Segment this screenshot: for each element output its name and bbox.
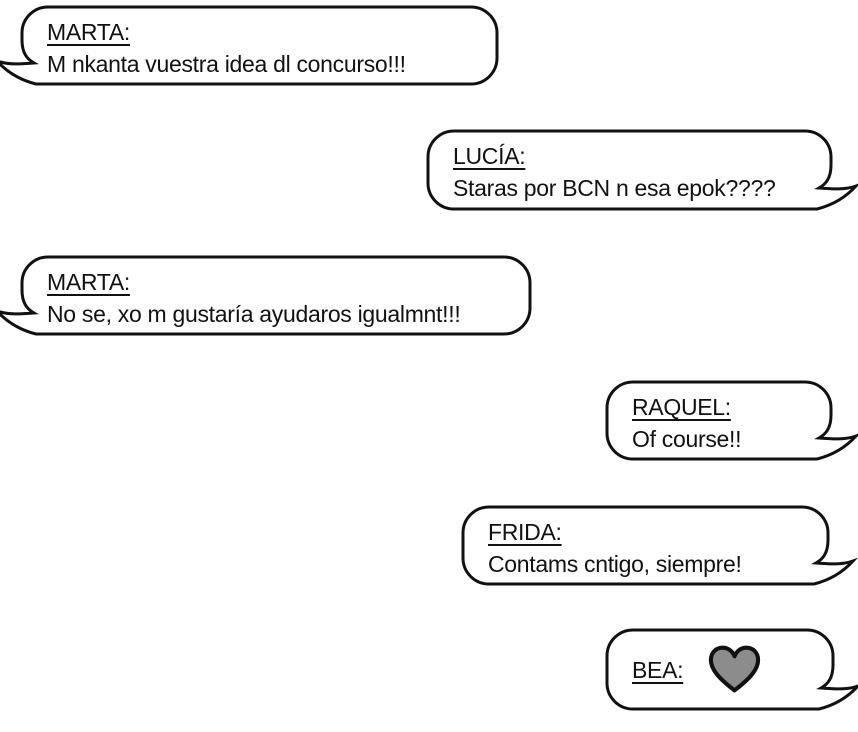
speaker-name: RAQUEL:: [632, 394, 731, 420]
chat-bubble-frida: FRIDA: Contams cntigo, siempre!: [461, 505, 858, 586]
speaker-name: BEA:: [632, 656, 684, 683]
message-text: Of course!!: [632, 426, 742, 452]
bubble-content: FRIDA: Contams cntigo, siempre!: [463, 507, 828, 584]
message-text: No se, xo m gustaría ayudaros igualmnt!!…: [47, 301, 461, 327]
speaker-name: FRIDA:: [488, 519, 562, 545]
bubble-content: LUCÍA: Staras por BCN n esa epok????: [428, 131, 831, 209]
message-text: M nkanta vuestra idea dl concurso!!!: [47, 51, 406, 77]
bubble-content: RAQUEL: Of course!!: [607, 382, 831, 459]
chat-bubble-bea: BEA:: [605, 628, 858, 711]
message-text: Staras por BCN n esa epok????: [453, 175, 776, 201]
chat-bubble-marta-1: MARTA: M nkanta vuestra idea dl concurso…: [0, 5, 499, 86]
bubble-content: MARTA: No se, xo m gustaría ayudaros igu…: [22, 257, 530, 334]
chat-bubble-raquel: RAQUEL: Of course!!: [605, 380, 858, 461]
speaker-name: MARTA:: [47, 19, 130, 45]
heart-icon: [709, 645, 761, 693]
chat-bubble-lucia: LUCÍA: Staras por BCN n esa epok????: [426, 129, 858, 211]
message-text: Contams cntigo, siempre!: [488, 551, 742, 577]
speaker-name: MARTA:: [47, 269, 130, 295]
bubble-content: MARTA: M nkanta vuestra idea dl concurso…: [22, 7, 497, 84]
chat-bubble-marta-2: MARTA: No se, xo m gustaría ayudaros igu…: [0, 255, 532, 336]
bubble-content: BEA:: [607, 630, 833, 709]
speaker-name: LUCÍA:: [453, 143, 526, 169]
